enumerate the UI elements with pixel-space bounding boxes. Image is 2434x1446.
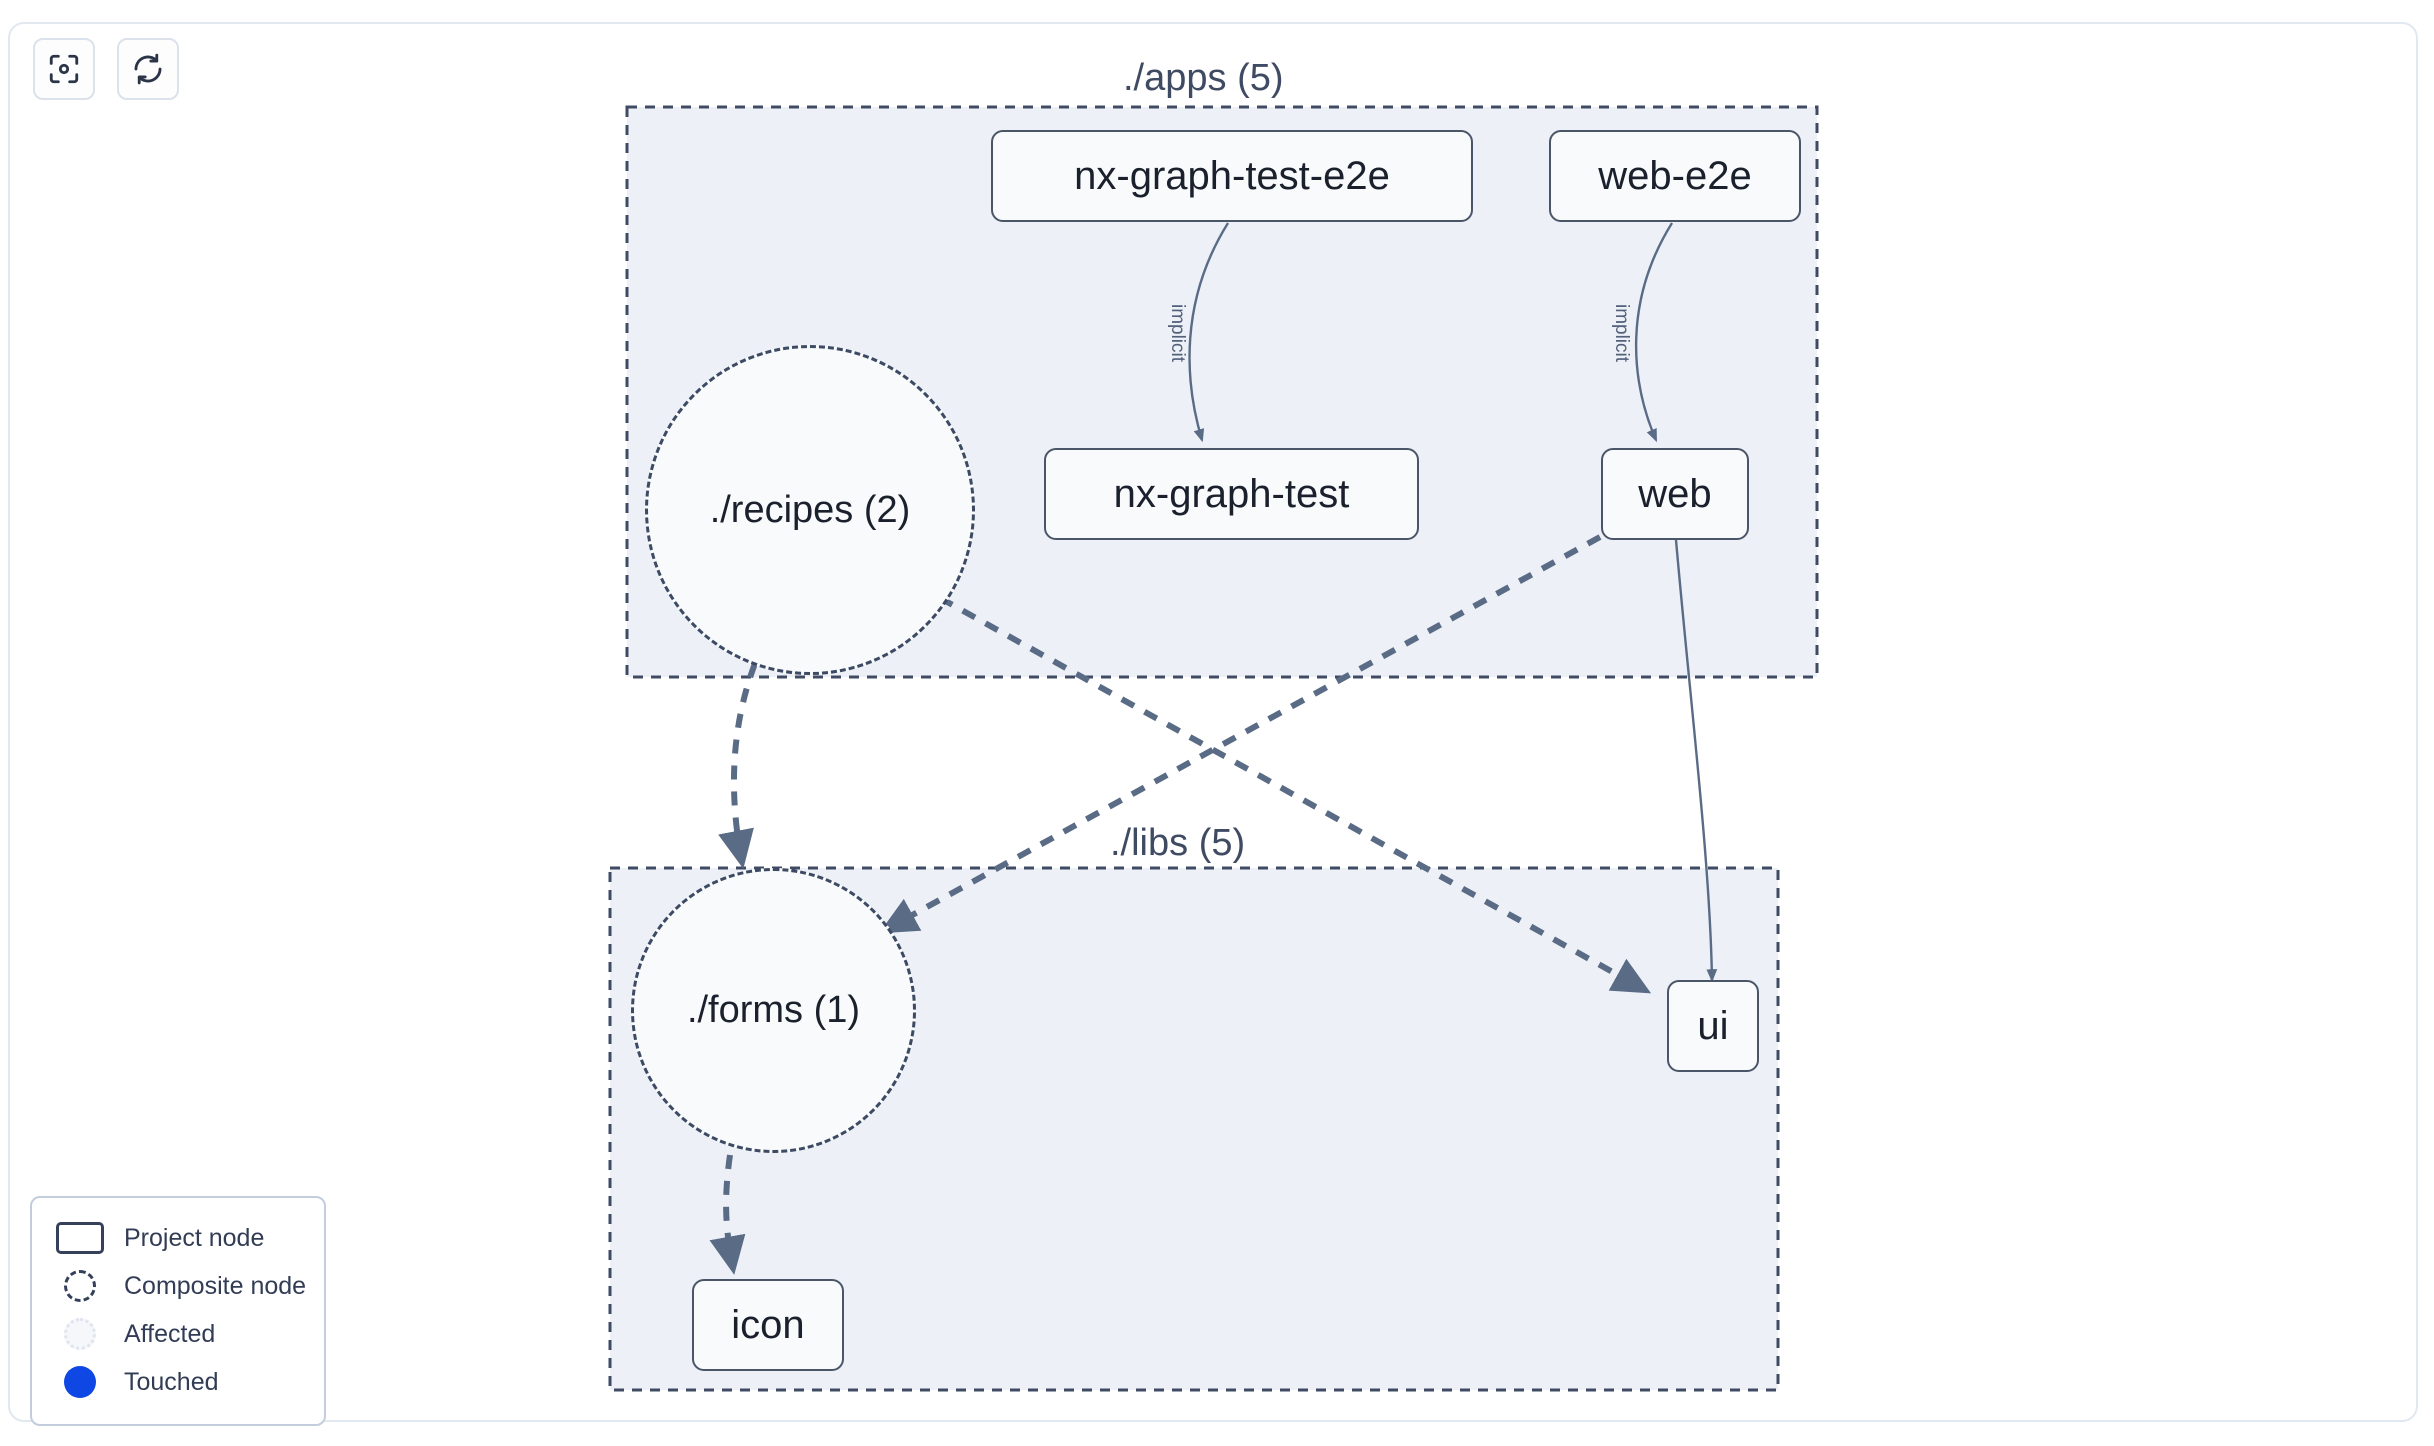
legend-item-touched: Touched: [52, 1358, 304, 1406]
legend-item-project-node: Project node: [52, 1214, 304, 1262]
edge-web-to-ui: [1674, 539, 1718, 983]
edge-label-implicit-1: implicit: [1167, 303, 1189, 363]
legend-item-affected: Affected: [52, 1310, 304, 1358]
legend-label: Composite node: [124, 1271, 307, 1300]
edge-forms-to-icon: [709, 1154, 746, 1275]
node-label: ./recipes (2): [709, 488, 911, 531]
project-node-swatch-icon: [52, 1222, 108, 1254]
node-recipes-composite[interactable]: ./recipes (2): [645, 345, 975, 675]
node-label: nx-graph-test-e2e: [1074, 153, 1390, 198]
legend-label: Touched: [124, 1367, 219, 1396]
focus-graph-button[interactable]: [33, 38, 95, 100]
node-nx-graph-test-e2e[interactable]: nx-graph-test-e2e: [991, 130, 1473, 222]
affected-swatch-icon: [52, 1318, 108, 1350]
node-web[interactable]: web: [1601, 448, 1749, 540]
edge-web-to-forms: [878, 534, 1602, 934]
edge-web-e2e-to-web: [1635, 222, 1674, 443]
edge-recipes-to-forms: [718, 638, 768, 869]
refresh-icon: [131, 52, 165, 86]
focus-target-icon: [47, 52, 81, 86]
node-label: web: [1638, 471, 1712, 516]
group-label-apps: ./apps (5): [1113, 57, 1294, 100]
graph-toolbar: [33, 38, 179, 100]
node-forms-composite[interactable]: ./forms (1): [631, 868, 916, 1153]
node-label: nx-graph-test: [1113, 471, 1350, 516]
refresh-graph-button[interactable]: [117, 38, 179, 100]
legend-label: Affected: [124, 1319, 216, 1348]
edge-recipes-to-ui: [938, 595, 1652, 994]
group-label-libs: ./libs (5): [1100, 822, 1256, 865]
legend-item-composite-node: Composite node: [52, 1262, 307, 1310]
node-label: ui: [1697, 1003, 1729, 1048]
graph-legend: Project node Composite node Affected Tou…: [30, 1196, 326, 1426]
node-icon[interactable]: icon: [692, 1279, 844, 1371]
edge-label-implicit-2: implicit: [1611, 303, 1633, 363]
node-label: web-e2e: [1598, 153, 1752, 198]
node-web-e2e[interactable]: web-e2e: [1549, 130, 1801, 222]
node-ui[interactable]: ui: [1667, 980, 1759, 1072]
node-label: icon: [731, 1302, 805, 1347]
composite-node-swatch-icon: [52, 1270, 108, 1302]
touched-swatch-icon: [52, 1366, 108, 1398]
node-label: ./forms (1): [686, 989, 861, 1031]
legend-label: Project node: [124, 1223, 265, 1252]
edge-nx-graph-test-e2e-to-nx-graph-test: [1188, 222, 1230, 443]
node-nx-graph-test[interactable]: nx-graph-test: [1044, 448, 1419, 540]
